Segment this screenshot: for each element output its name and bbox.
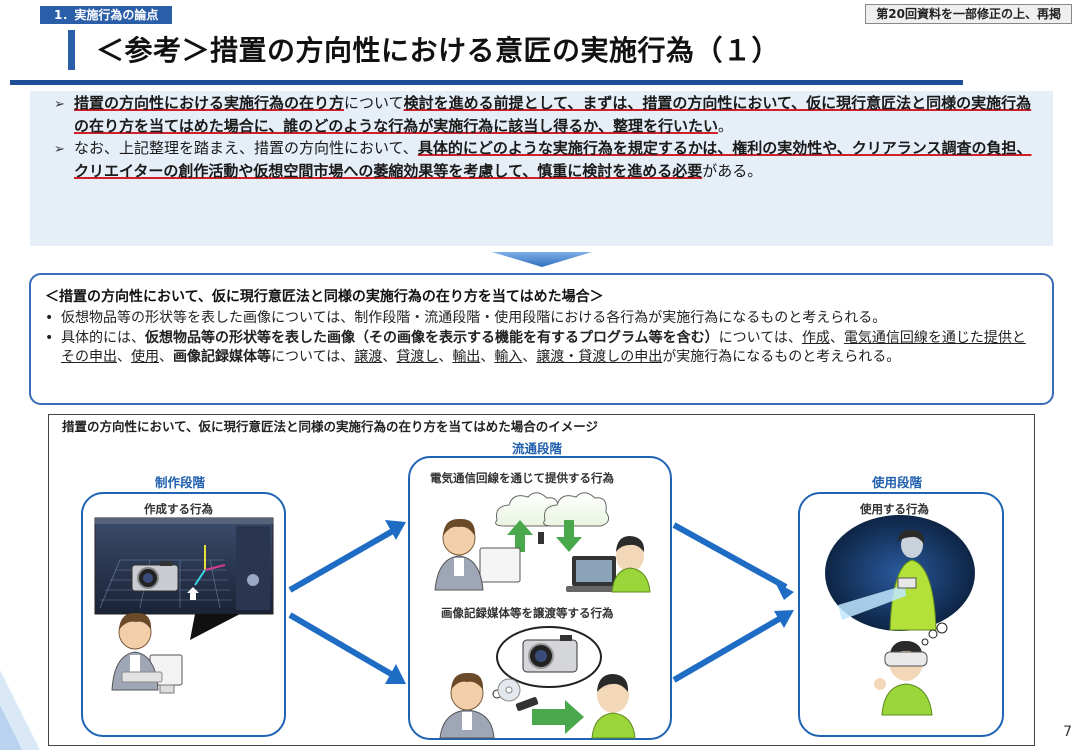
sep: 、 <box>438 349 453 365</box>
summary-paragraph-1: ➢ 措置の方向性における実施行為の在り方について検討を進める前提として、まずは、措… <box>54 93 1039 136</box>
section-tag: 1．実施行為の論点 <box>40 6 173 24</box>
act-export: 輸出 <box>452 349 481 365</box>
assumption-2-a: 具体的には、 <box>61 330 145 346</box>
sep: 、 <box>117 349 131 365</box>
summary-2-emphasis-1: 具体的にどのような実施行為を規定するかは、権利の実効性や、クリアランス調査の負担… <box>74 139 1032 180</box>
act-offer: 譲渡・貸渡しの申出 <box>536 349 663 365</box>
summary-1-emphasis-2: 検討を進める前提として、まずは、措置の方向性において、仮に現行意匠法と同様の実施… <box>74 94 1032 135</box>
transfer-arrow-icon <box>532 700 584 734</box>
summary-2-text-1: なお、上記整理を踏まえ、措置の方向性において、 <box>74 139 418 157</box>
act-label-create: 作成する行為 <box>144 502 213 516</box>
sep: 、 <box>159 349 173 365</box>
assumption-item-2: • 具体的には、仮想物品等の形状等を表した画像（その画像を表示する機能を有するプロ… <box>39 329 1036 367</box>
corner-decoration <box>0 670 40 750</box>
source-note: 第20回資料を一部修正の上、再掲 <box>865 4 1072 24</box>
page-title: ＜参考＞措置の方向性における意匠の実施行為（１） <box>96 34 781 67</box>
3d-modeling-screenshot <box>94 517 274 615</box>
act-import: 輸入 <box>494 349 523 365</box>
sep: 、 <box>829 330 844 346</box>
act-label-provide-online: 電気通信回線を通じて提供する行為 <box>430 471 614 485</box>
act-provide-online: 電気通信回線を通じた提供とその申出 <box>61 330 1026 365</box>
sep: 、 <box>480 349 495 365</box>
flow-arrow-upper <box>288 520 406 593</box>
person-at-computer-icon <box>111 612 183 694</box>
assumption-2-b: 仮想物品等の形状等を表した画像（その画像を表示する機能を有するプログラム等を含む… <box>145 330 719 346</box>
flow-arrow-lower <box>288 612 406 684</box>
act-lend: 貸渡し <box>396 349 439 365</box>
flow-arrow-to-use-upper <box>672 522 794 600</box>
stage-label-use: 使用段階 <box>872 475 923 490</box>
stage-label-production: 制作段階 <box>155 475 206 490</box>
summary-paragraph-2: ➢ なお、上記整理を踏まえ、措置の方向性において、具体的にどのような実施行為を規定… <box>54 138 1039 181</box>
flow-arrow-to-use-lower <box>672 610 794 683</box>
seller-person-icon <box>439 672 495 739</box>
summary-1-text-1: について <box>344 94 404 112</box>
down-arrow-icon <box>492 252 592 267</box>
summary-1-text-2: 。 <box>717 116 733 135</box>
bullet-dot: • <box>45 310 54 326</box>
act-use: 使用 <box>131 349 159 365</box>
act-create: 作成 <box>801 330 830 346</box>
title-accent-bar <box>68 30 75 70</box>
assumption-2-c: については、 <box>718 330 802 346</box>
assumption-item-1: • 仮想物品等の形状等を表した画像については、制作段階・流通段階・使用段階における… <box>39 309 1036 328</box>
act-label-transfer-media: 画像記録媒体等を譲渡等する行為 <box>441 606 614 620</box>
bullet-dot: • <box>45 330 54 346</box>
assumption-box: ＜措置の方向性において、仮に現行意匠法と同様の実施行為の在り方を当てはめた場合＞… <box>29 273 1054 405</box>
sep: 、 <box>382 349 397 365</box>
bullet-arrow-icon: ➢ <box>54 97 65 112</box>
vr-scene-image <box>825 515 975 631</box>
speech-bubble-pointer <box>190 614 240 640</box>
sep: 、 <box>522 349 537 365</box>
assumption-2-media: 画像記録媒体等 <box>173 349 271 365</box>
assumption-2-k: については、 <box>271 349 355 365</box>
page-number: 7 <box>1063 724 1072 740</box>
disc-and-usb-icon <box>497 678 539 711</box>
assumption-heading: ＜措置の方向性において、仮に現行意匠法と同様の実施行為の在り方を当てはめた場合＞ <box>45 289 604 305</box>
summary-box: ➢ 措置の方向性における実施行為の在り方について検討を進める前提として、まずは、措… <box>30 91 1053 246</box>
cloud-network-icon <box>495 492 610 552</box>
assumption-2-u: が実施行為になるものと考えられる。 <box>662 349 901 365</box>
summary-1-emphasis-1: 措置の方向性における実施行為の在り方 <box>74 94 345 112</box>
bullet-arrow-icon: ➢ <box>54 142 65 157</box>
laptop-user-icon <box>566 536 651 593</box>
summary-2-text-2: がある。 <box>702 161 763 180</box>
assumption-item-1-text: 仮想物品等の形状等を表した画像については、制作段階・流通段階・使用段階における各… <box>61 310 887 326</box>
stage-label-distribution: 流通段階 <box>512 441 563 456</box>
office-worker-icon <box>434 518 521 591</box>
camera-thought-bubble <box>492 626 602 699</box>
image-frame-title: 措置の方向性において、仮に現行意匠法と同様の実施行為の在り方を当てはめた場合のイ… <box>62 419 599 434</box>
vr-headset-user-icon <box>874 622 948 716</box>
title-underline <box>10 80 963 85</box>
act-label-use: 使用する行為 <box>860 502 929 516</box>
buyer-avatar-icon <box>591 674 636 739</box>
act-transfer: 譲渡 <box>354 349 383 365</box>
